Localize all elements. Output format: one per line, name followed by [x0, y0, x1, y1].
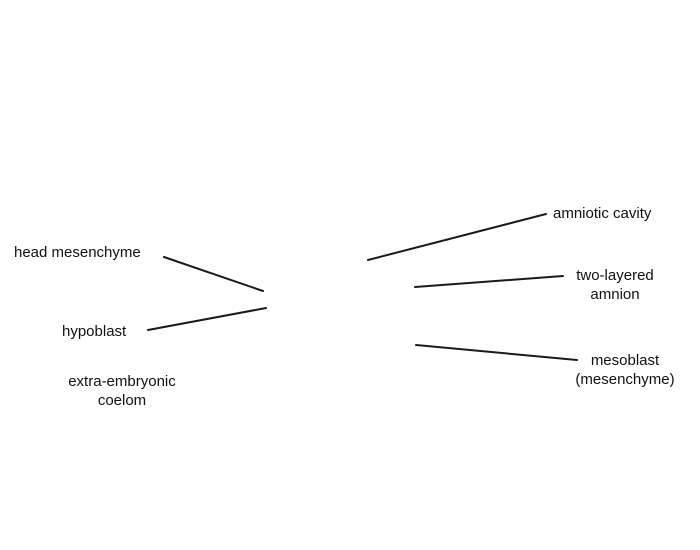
label-two-layered-amnion-line-2: amnion [590, 286, 640, 303]
label-mesoblast: mesoblast (mesenchyme) [566, 351, 684, 389]
label-mesoblast-line-2: (mesenchyme) [575, 371, 675, 388]
label-two-layered-amnion-line-1: two-layered [576, 267, 654, 284]
leader-line-mesoblast [415, 344, 578, 361]
label-extra-embryonic-coelom: extra-embryonic coelom [56, 372, 188, 410]
label-two-layered-amnion: two-layered amnion [562, 266, 668, 304]
leader-line-two-layered-amnion [414, 275, 564, 288]
label-extra-embryonic-coelom-line-1: extra-embryonic [68, 373, 176, 390]
label-mesoblast-line-1: mesoblast [590, 352, 660, 369]
label-hypoblast: hypoblast [62, 323, 127, 340]
label-amniotic-cavity: amniotic cavity [553, 205, 652, 222]
label-head-mesenchyme: head mesenchyme [14, 244, 141, 261]
label-extra-embryonic-coelom-line-2: coelom [97, 392, 147, 409]
leader-line-hypoblast [147, 307, 267, 331]
leader-line-head-mesenchyme [163, 256, 264, 292]
leader-line-amniotic-cavity [367, 213, 547, 261]
